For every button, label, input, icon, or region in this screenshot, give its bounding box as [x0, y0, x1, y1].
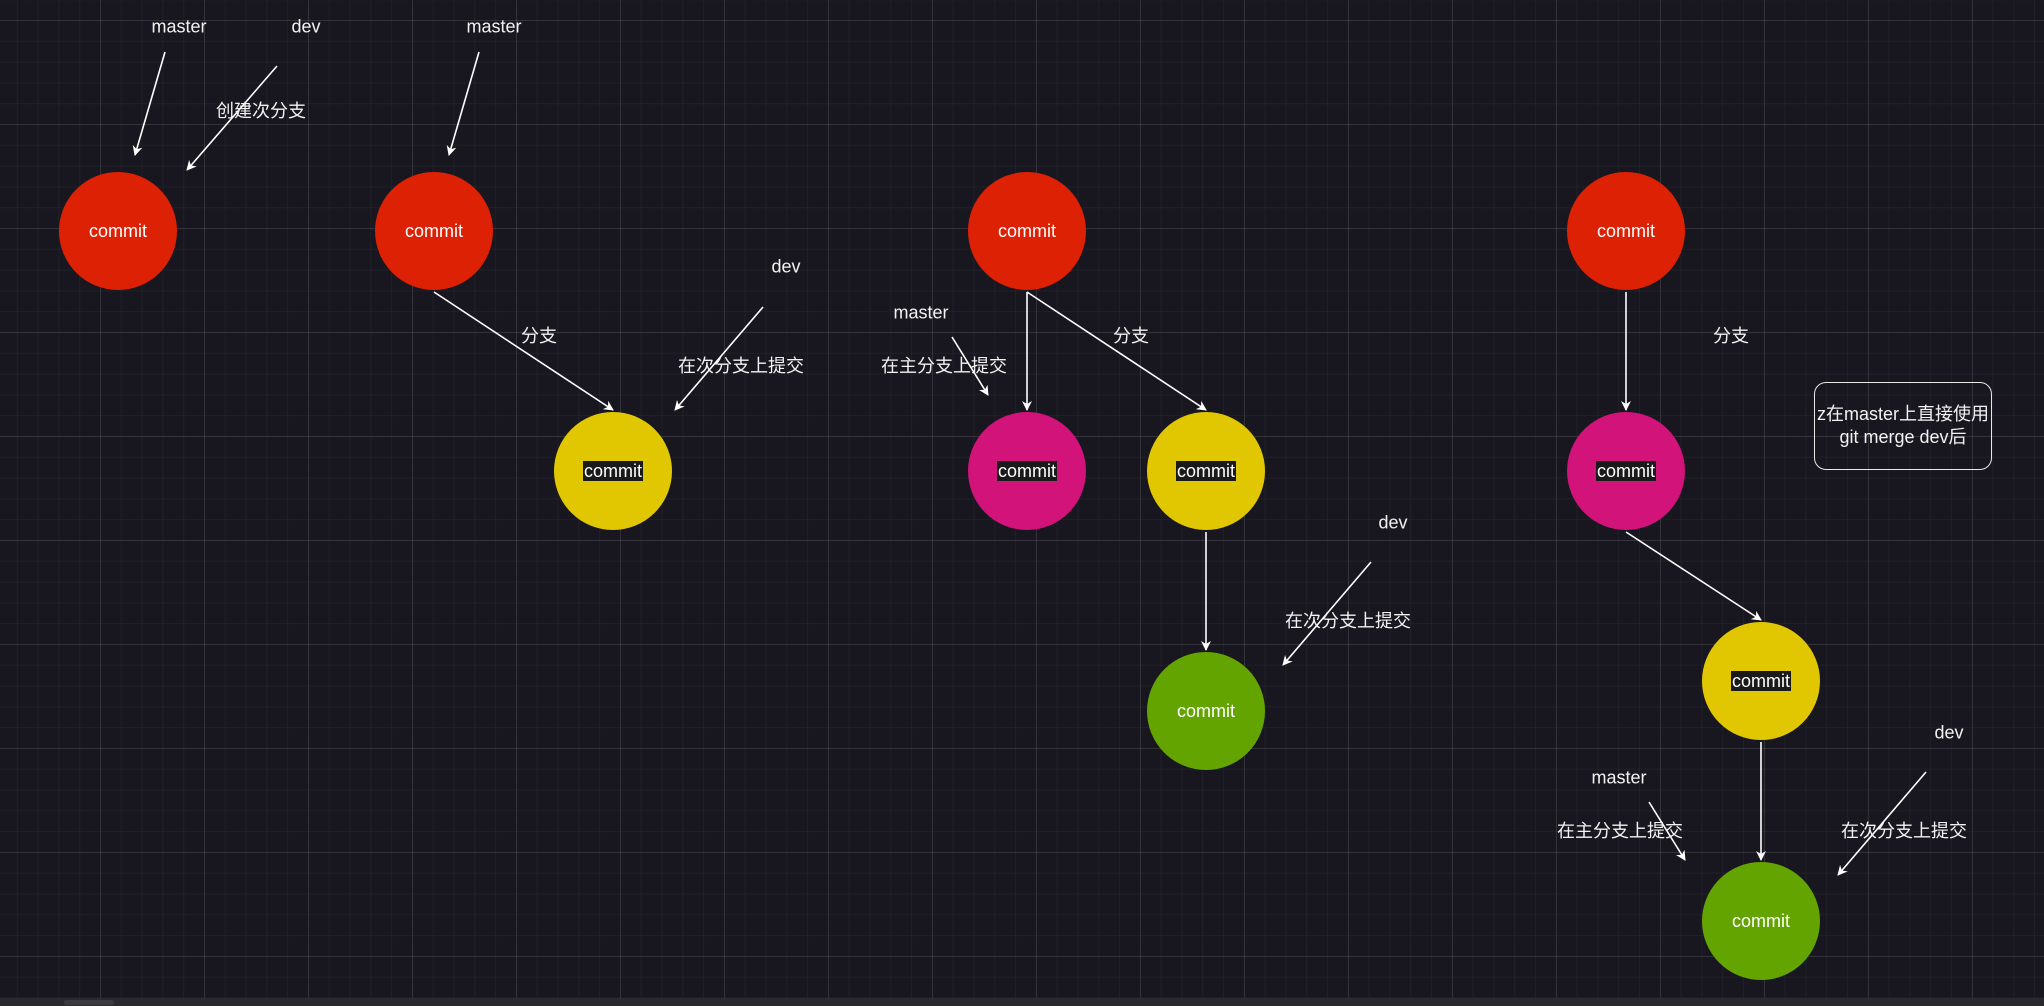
pointer-s1-dev[interactable]: [186, 65, 278, 171]
commit-node-7[interactable]: commit: [1147, 652, 1265, 770]
edge-label-branch-3: 分支: [1713, 326, 1749, 346]
pointer-s3-master[interactable]: [951, 336, 989, 396]
label-s3-dev: dev: [1378, 512, 1408, 533]
commit-node-label: commit: [1731, 671, 1791, 691]
commit-node-5[interactable]: commit: [968, 412, 1086, 530]
label-s4-dev: dev: [1934, 722, 1964, 743]
commit-node-label: commit: [1732, 911, 1790, 931]
label-s3-commit-dev: 在次分支上提交: [1285, 611, 1411, 631]
edge-n2-n3[interactable]: [433, 291, 614, 411]
pointer-s4-dev[interactable]: [1837, 771, 1927, 876]
commit-node-3[interactable]: commit: [554, 412, 672, 530]
commit-node-label: commit: [1177, 701, 1235, 721]
commit-node-2[interactable]: commit: [375, 172, 493, 290]
commit-node-4[interactable]: commit: [968, 172, 1086, 290]
commit-node-8[interactable]: commit: [1567, 172, 1685, 290]
commit-node-label: commit: [997, 461, 1057, 481]
horizontal-scrollbar[interactable]: [0, 998, 2044, 1006]
label-s2-master: master: [466, 16, 522, 37]
label-s1-master: master: [151, 16, 207, 37]
commit-node-10[interactable]: commit: [1702, 622, 1820, 740]
label-s3-master: master: [893, 302, 949, 323]
edge-label-branch-1: 分支: [521, 326, 557, 346]
pointer-s2-dev[interactable]: [674, 306, 764, 411]
pointer-s1-master[interactable]: [132, 51, 166, 156]
edge-n9-n10[interactable]: [1625, 531, 1762, 621]
merge-note-line-2: git merge dev后: [1839, 427, 1967, 447]
merge-note-line-1: z在master上直接使用: [1816, 404, 1989, 424]
edge-n4-n6[interactable]: [1026, 291, 1207, 411]
commit-node-label: commit: [998, 221, 1056, 241]
label-s4-master: master: [1591, 767, 1647, 788]
edge-label-branch-2: 分支: [1113, 326, 1149, 346]
label-s4-commit-master: 在主分支上提交: [1557, 821, 1683, 841]
merge-note-box[interactable]: z在master上直接使用 git merge dev后: [1814, 382, 1992, 470]
pointer-s2-master[interactable]: [446, 51, 480, 156]
commit-node-label: commit: [405, 221, 463, 241]
label-s1-dev: dev: [291, 16, 321, 37]
label-s2-commit-dev: 在次分支上提交: [678, 356, 804, 376]
commit-node-label: commit: [1596, 461, 1656, 481]
commit-node-11[interactable]: commit: [1702, 862, 1820, 980]
commit-node-1[interactable]: commit: [59, 172, 177, 290]
commit-node-6[interactable]: commit: [1147, 412, 1265, 530]
scrollbar-thumb[interactable]: [64, 1000, 114, 1005]
commit-node-label: commit: [89, 221, 147, 241]
label-s2-dev: dev: [771, 256, 801, 277]
pointer-s3-dev[interactable]: [1282, 561, 1372, 666]
commit-node-label: commit: [583, 461, 643, 481]
commit-node-9[interactable]: commit: [1567, 412, 1685, 530]
label-s3-commit-master: 在主分支上提交: [881, 356, 1007, 376]
label-s4-commit-dev: 在次分支上提交: [1841, 821, 1967, 841]
commit-node-label: commit: [1176, 461, 1236, 481]
label-s1-create-branch: 创建次分支: [216, 101, 306, 121]
commit-node-label: commit: [1597, 221, 1655, 241]
pointer-s4-master[interactable]: [1648, 801, 1686, 861]
